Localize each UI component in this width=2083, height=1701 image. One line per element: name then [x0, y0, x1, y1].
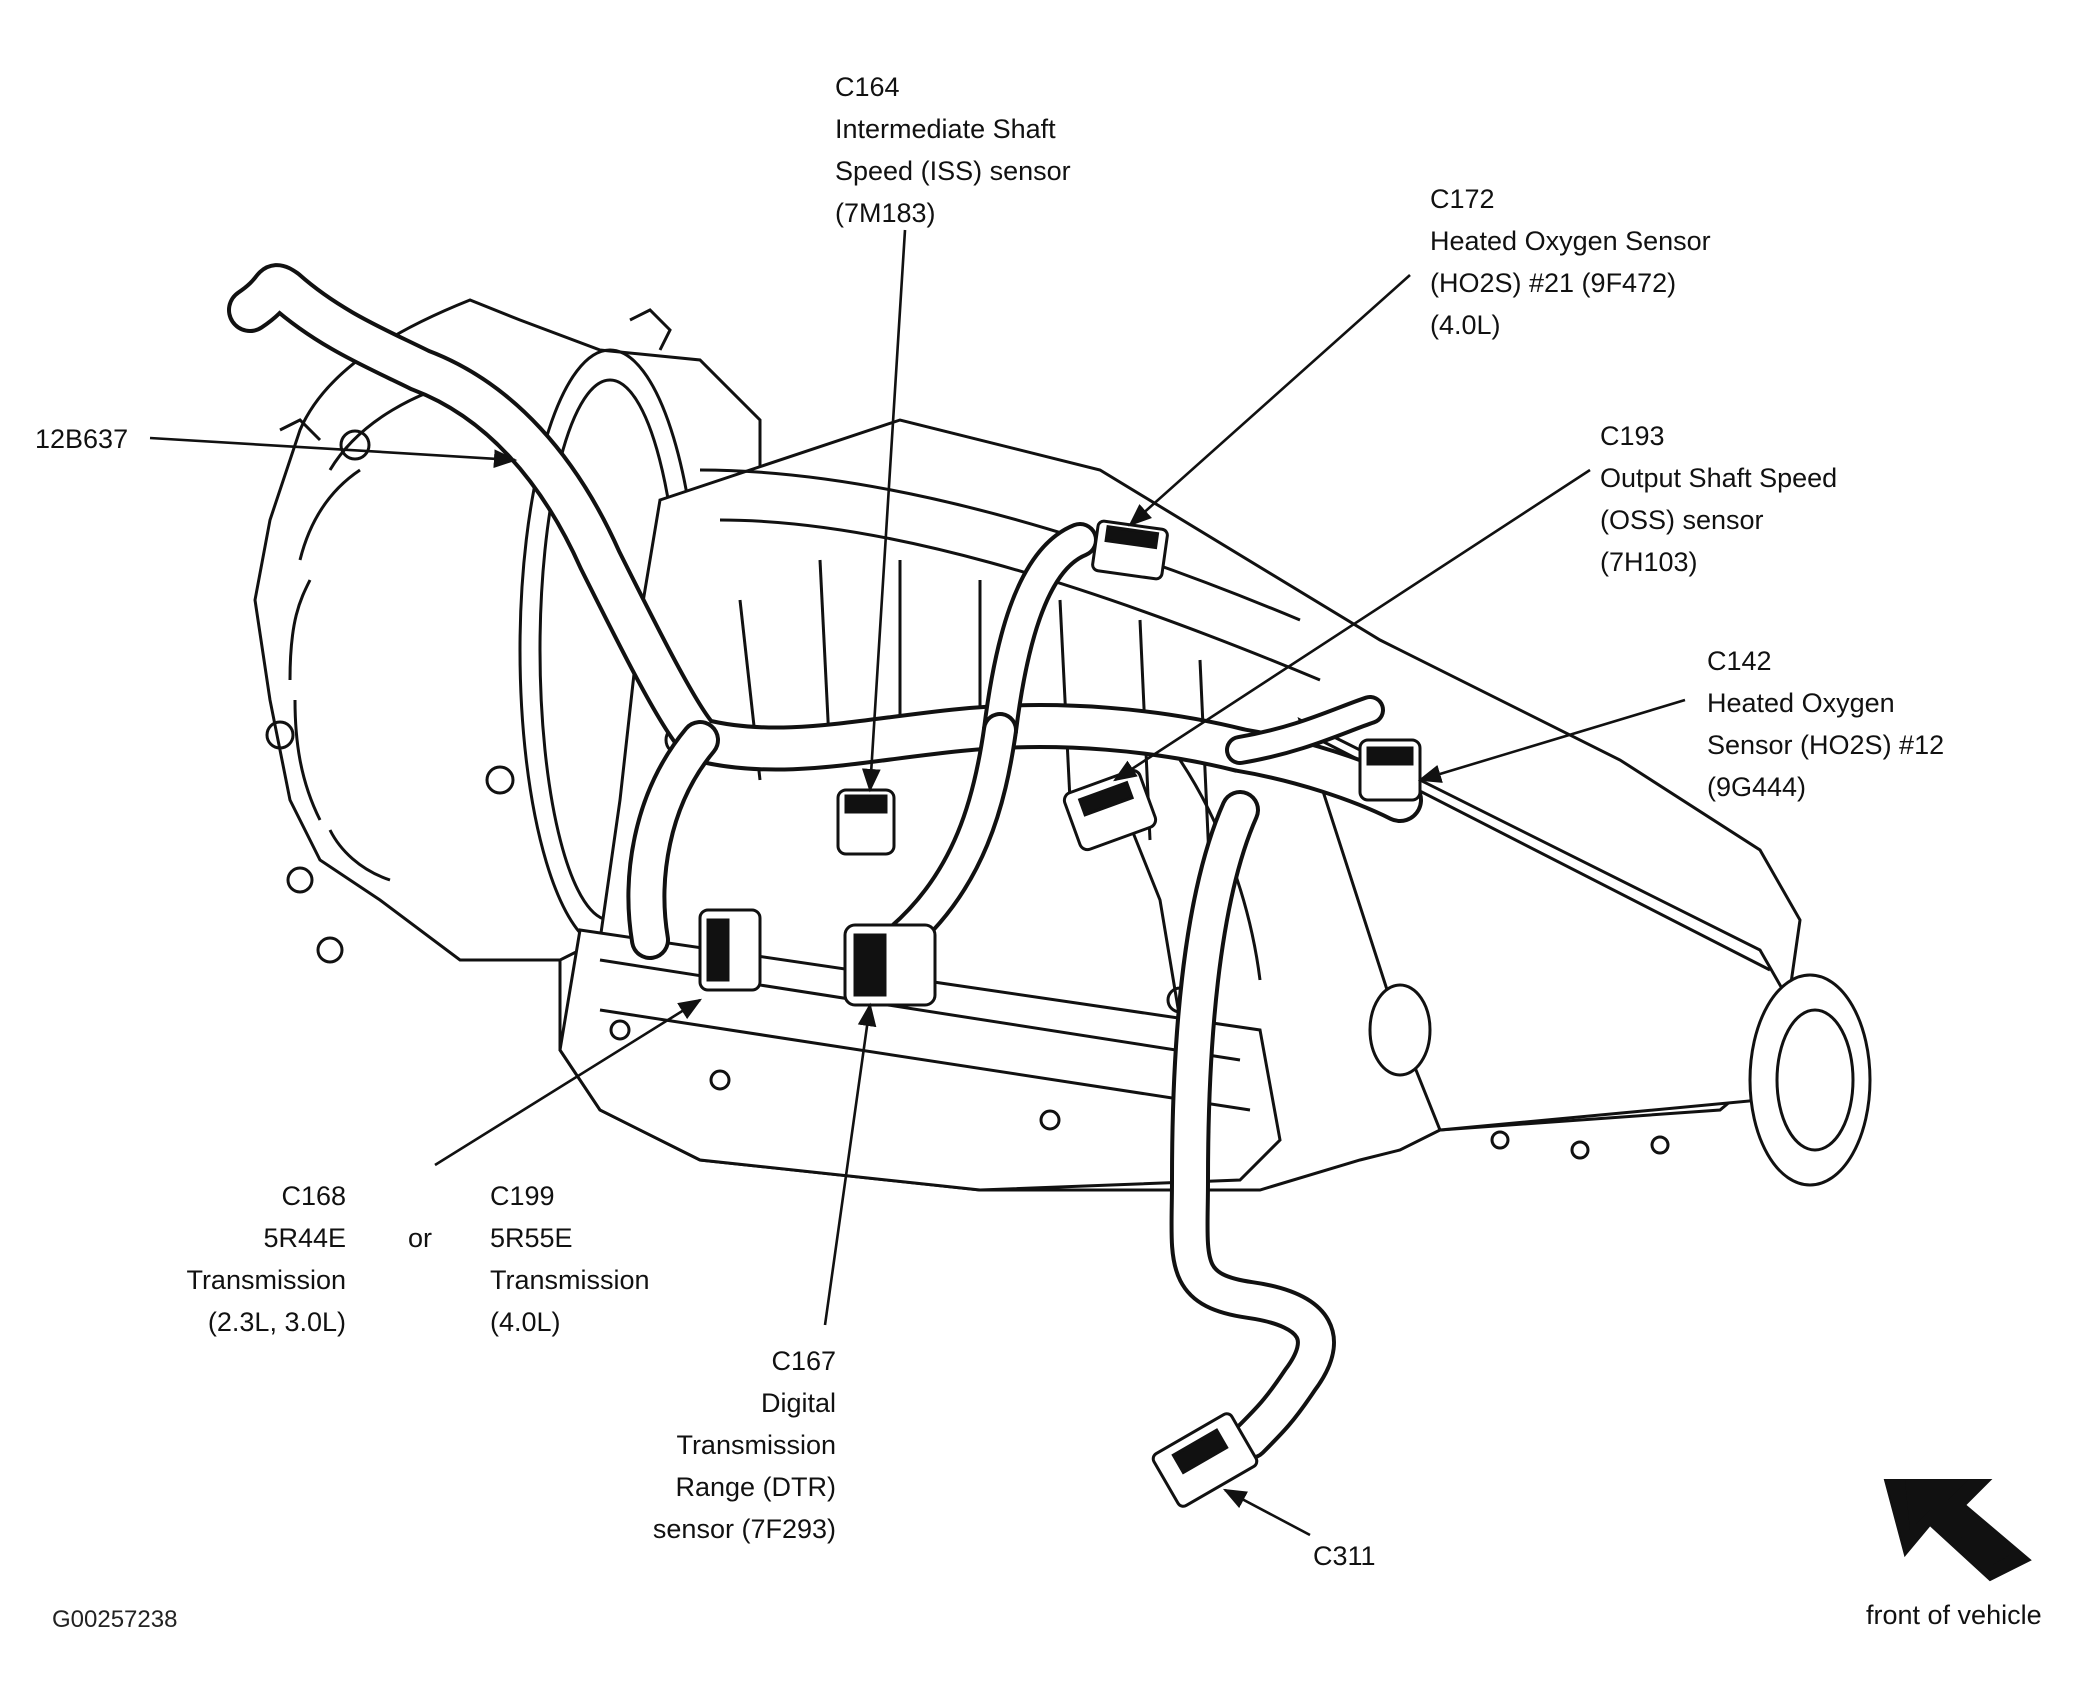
leader-c168 [434, 998, 702, 1167]
callout-c142: C142 Heated Oxygen Sensor (HO2S) #12 (9G… [1707, 640, 1944, 808]
callout-c164-line3: (7M183) [835, 198, 936, 228]
callout-c167-line3: Range (DTR) [675, 1472, 836, 1502]
leader-c172 [1128, 274, 1411, 527]
leader-c164 [861, 229, 907, 793]
callout-c168-line3: (2.3L, 3.0L) [207, 1307, 346, 1337]
callout-c193-line1: Output Shaft Speed [1600, 463, 1838, 493]
extension-housing [1297, 717, 1872, 1187]
callout-c172-line1: Heated Oxygen Sensor [1430, 226, 1711, 256]
callout-c199: C199 5R55E Transmission (4.0L) [490, 1175, 650, 1343]
callout-c164-line2: Speed (ISS) sensor [835, 156, 1071, 186]
callout-c142-line1: Heated Oxygen [1707, 688, 1895, 718]
callout-c168-line2: Transmission [186, 1265, 346, 1295]
leader-c167 [823, 1002, 877, 1326]
callout-c193-id: C193 [1600, 421, 1665, 451]
callout-c167-line2: Transmission [676, 1430, 836, 1460]
callout-c172-line2: (HO2S) #21 (9F472) [1430, 268, 1677, 298]
leader-lines [149, 229, 1686, 1537]
oil-pan [558, 928, 1282, 1192]
connectors [698, 519, 1422, 1508]
callout-c172: C172 Heated Oxygen Sensor (HO2S) #21 (9F… [1430, 178, 1711, 346]
callout-or: or [408, 1217, 432, 1259]
front-arrow-icon [1883, 1479, 2032, 1582]
callout-c142-line3: (9G444) [1707, 772, 1807, 802]
wiring-harness [227, 263, 1423, 1460]
callout-c199-line1: 5R55E [490, 1223, 573, 1253]
callout-c167: C167 Digital Transmission Range (DTR) se… [600, 1340, 836, 1550]
leader-12b637 [149, 436, 518, 469]
figure-id: G00257238 [52, 1606, 178, 1633]
callout-c199-line3: (4.0L) [490, 1307, 561, 1337]
callout-or-text: or [408, 1223, 433, 1253]
c193-connector [1062, 768, 1158, 852]
callout-c168-line1: 5R44E [263, 1223, 346, 1253]
callout-12b637-id: 12B637 [35, 424, 129, 454]
callout-c168: C168 5R44E Transmission (2.3L, 3.0L) [150, 1175, 346, 1343]
callout-c311-id: C311 [1313, 1541, 1376, 1571]
callout-c164-line1: Intermediate Shaft [835, 114, 1056, 144]
callout-c168-id: C168 [281, 1181, 346, 1211]
callout-c164-id: C164 [835, 72, 900, 102]
callout-c172-line3: (4.0L) [1430, 310, 1501, 340]
callout-c172-id: C172 [1430, 184, 1495, 214]
callout-12b637: 12B637 [35, 418, 128, 460]
callout-c167-line1: Digital [760, 1388, 836, 1418]
callout-c199-id: C199 [490, 1181, 555, 1211]
callout-c167-id: C167 [771, 1346, 836, 1376]
callout-c199-line2: Transmission [490, 1265, 650, 1295]
leader-c311 [1222, 1488, 1311, 1537]
callout-c142-line2: Sensor (HO2S) #12 [1707, 730, 1945, 760]
leader-c193 [1113, 468, 1591, 782]
callout-c311: C311 [1313, 1535, 1376, 1577]
callout-c193: C193 Output Shaft Speed (OSS) sensor (7H… [1600, 415, 1837, 583]
callout-c193-line2: (OSS) sensor [1600, 505, 1764, 535]
callout-c167-line4: sensor (7F293) [652, 1514, 836, 1544]
leader-c142 [1417, 698, 1686, 783]
callout-c142-id: C142 [1707, 646, 1772, 676]
callout-c164: C164 Intermediate Shaft Speed (ISS) sens… [835, 66, 1071, 234]
callout-c193-line3: (7H103) [1600, 547, 1698, 577]
front-of-vehicle-label: front of vehicle [1866, 1600, 2042, 1630]
